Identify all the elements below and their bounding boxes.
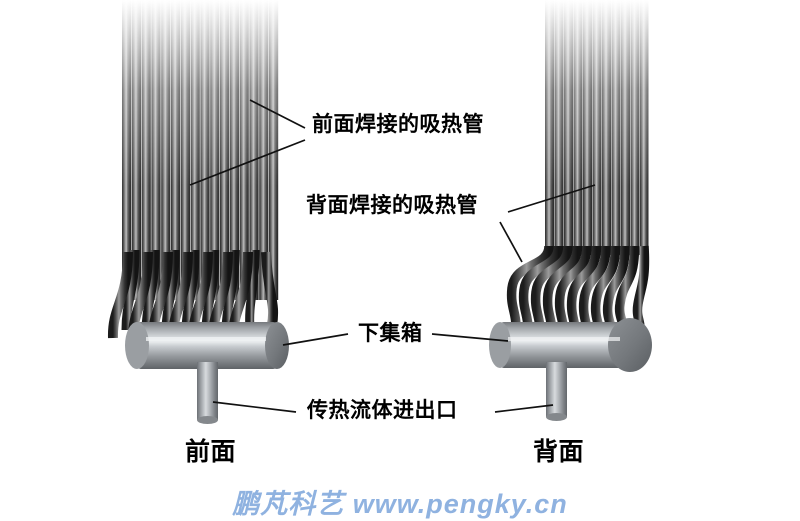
leader-front-tube-lower: [189, 139, 306, 186]
leader-back-tube-upper: [507, 184, 596, 213]
callout-front-welded-tube: 前面焊接的吸热管: [312, 113, 484, 136]
front-fluid-nozzle: [197, 362, 218, 424]
callout-lower-header: 下集箱: [358, 322, 423, 345]
back-vertical-tube-bundle: [545, 0, 649, 255]
leader-header-right: [431, 333, 509, 342]
callout-back-welded-tube: 背面焊接的吸热管: [306, 194, 478, 217]
callout-fluid-inlet-outlet: 传热流体进出口: [307, 399, 458, 422]
view-caption-front: 前面: [185, 438, 237, 466]
leader-header-left: [282, 333, 349, 346]
site-watermark: 鹏芃科艺 www.pengky.cn: [232, 489, 568, 519]
front-lower-header: [125, 322, 289, 369]
leader-lines: [189, 99, 596, 413]
front-vertical-tube-bundle: [122, 0, 279, 300]
back-fluid-nozzle: [546, 362, 567, 421]
back-lower-header: [489, 318, 652, 372]
leader-back-tube-lower: [499, 221, 523, 263]
back-assembly: [489, 0, 652, 421]
view-caption-back: 背面: [533, 438, 585, 466]
leader-front-tube-upper: [249, 99, 306, 129]
front-assembly: [107, 0, 289, 424]
leader-nozzle-left: [212, 401, 297, 413]
leader-nozzle-right: [494, 404, 554, 413]
